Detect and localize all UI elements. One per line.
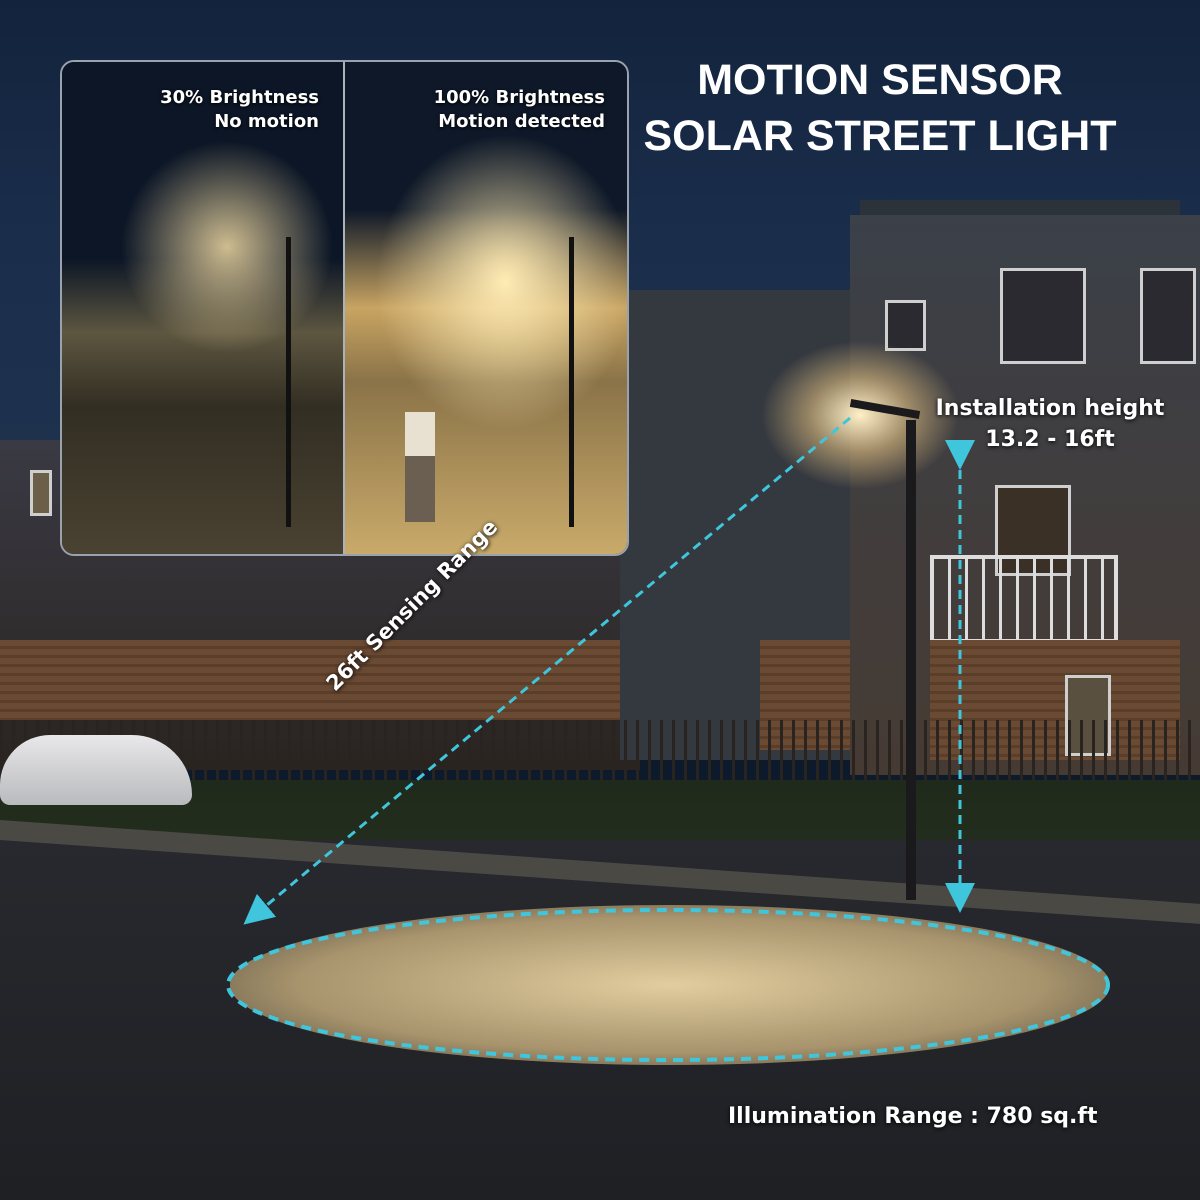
no-motion-caption: 30% Brightness No motion <box>160 86 319 134</box>
installation-value: 13.2 - 16ft <box>985 427 1115 452</box>
lamp-glow <box>760 340 960 490</box>
installation-label: Installation height <box>935 396 1165 421</box>
motion-detected-scene: 100% Brightness Motion detected <box>345 62 627 554</box>
brightness-label: 100% Brightness <box>433 87 605 108</box>
dim-light-beam <box>112 132 342 362</box>
window <box>1140 268 1196 364</box>
illumination-range-ellipse <box>226 908 1110 1062</box>
motion-caption: 100% Brightness Motion detected <box>434 86 605 134</box>
no-motion-scene: 30% Brightness No motion <box>62 62 344 554</box>
pole <box>569 237 574 527</box>
wood-siding <box>0 640 620 720</box>
bright-light-beam <box>365 122 627 442</box>
sensing-range-arrow <box>243 416 851 925</box>
headline-line-2: SOLAR STREET LIGHT <box>643 112 1117 160</box>
window <box>1000 268 1086 364</box>
headline: MOTION SENSOR SOLAR STREET LIGHT <box>600 52 1160 164</box>
brightness-comparison-panel: 30% Brightness No motion 100% Brightness… <box>60 60 629 556</box>
illumination-range-label: Illumination Range : 780 sq.ft <box>728 1104 1098 1129</box>
parked-car <box>0 735 192 805</box>
fence <box>0 720 1200 790</box>
motion-label: Motion detected <box>438 111 605 132</box>
street-light-pole <box>906 420 916 900</box>
motion-label: No motion <box>214 111 319 132</box>
installation-height-label: Installation height 13.2 - 16ft <box>925 393 1175 455</box>
divider <box>343 62 345 554</box>
brightness-label: 30% Brightness <box>160 87 319 108</box>
pole <box>286 237 291 527</box>
illuminated-area <box>230 905 1110 1065</box>
walking-person <box>405 412 435 522</box>
window <box>30 470 52 516</box>
headline-line-1: MOTION SENSOR <box>697 56 1063 104</box>
